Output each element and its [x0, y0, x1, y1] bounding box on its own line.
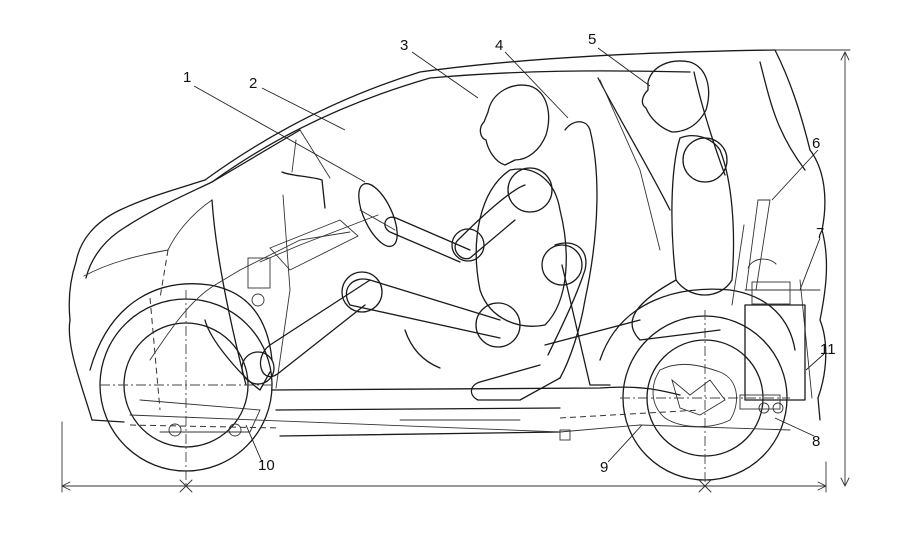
- driver-manikin: [204, 84, 567, 391]
- label-1: 1: [183, 69, 191, 86]
- label-9: 9: [600, 459, 608, 476]
- driver-seat: [470, 121, 598, 401]
- label-leaders: [193, 47, 825, 463]
- car-body-outline: [68, 49, 828, 437]
- label-5: 5: [588, 31, 596, 48]
- part-labels: 1 2 3 4 5 6 7 11 8 9 10: [183, 31, 836, 476]
- label-10: 10: [258, 457, 275, 474]
- passenger-manikin: [404, 60, 735, 386]
- label-11: 11: [820, 341, 836, 358]
- front-wheel: [89, 283, 273, 485]
- rear-wheel: [599, 288, 796, 490]
- dimension-lines: [61, 49, 851, 493]
- label-7: 7: [816, 225, 824, 242]
- chassis-components: [129, 199, 791, 441]
- label-2: 2: [249, 75, 257, 92]
- label-8: 8: [812, 433, 820, 450]
- label-4: 4: [495, 37, 503, 54]
- steering-system: [259, 182, 398, 263]
- label-3: 3: [400, 37, 408, 54]
- label-6: 6: [812, 135, 820, 152]
